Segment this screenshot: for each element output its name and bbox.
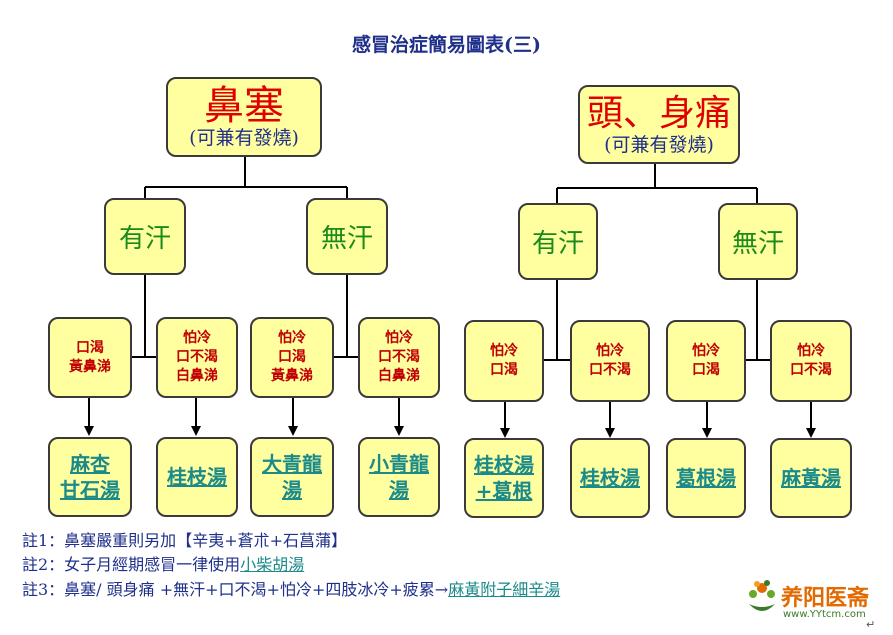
condition-node: 怕冷口渴 — [464, 320, 544, 402]
prescription-link[interactable]: 小青龍湯 — [369, 451, 429, 503]
prescription-link[interactable]: 麻杏甘石湯 — [60, 451, 120, 503]
prescription-link[interactable]: 麻黃湯 — [781, 465, 841, 491]
condition-line: 黃鼻涕 — [271, 368, 313, 384]
branch-node-no-sweat: 無汗 — [718, 203, 798, 280]
root-label: 鼻塞 — [204, 83, 284, 129]
branch-label: 有汗 — [118, 224, 171, 254]
condition-line: 口不渴 — [589, 362, 631, 378]
note-3-link[interactable]: 麻黃附子細辛湯 — [448, 580, 561, 599]
branch-label: 無汗 — [731, 229, 784, 259]
condition-node: 怕冷口不渴 — [770, 320, 852, 402]
note-1: 註1：鼻塞嚴重則另加【辛夷+蒼朮+石菖蒲】 — [22, 527, 347, 551]
prescription-line[interactable]: 桂枝湯 — [474, 453, 534, 477]
prescription-line[interactable]: 甘石湯 — [60, 478, 120, 502]
prescription-link[interactable]: 桂枝湯 — [580, 465, 640, 491]
condition-line: 怕冷 — [692, 343, 720, 359]
condition-line: 口渴 — [490, 362, 518, 378]
condition-node: 怕冷口不渴白鼻涕 — [156, 317, 238, 398]
prescription-line[interactable]: 桂枝湯 — [580, 466, 640, 490]
prescription-line[interactable]: 麻杏 — [70, 452, 110, 476]
root-label: 頭、身痛 — [586, 92, 731, 134]
condition-line: 怕冷 — [490, 343, 518, 359]
prescription-node[interactable]: 小青龍湯 — [358, 437, 440, 517]
condition-line: 口渴 — [692, 362, 720, 378]
page-title: 感冒治症簡易圖表(三) — [352, 34, 541, 56]
condition-node: 怕冷口不渴 — [570, 320, 650, 402]
root-sublabel: (可兼有發燒) — [604, 133, 714, 156]
condition-node: 口渴黃鼻涕 — [48, 317, 132, 398]
condition-line: 怕冷 — [183, 330, 211, 346]
prescription-link[interactable]: 桂枝湯 — [167, 464, 227, 490]
condition-line: 口不渴 — [378, 349, 420, 365]
prescription-node[interactable]: 麻杏甘石湯 — [48, 437, 132, 517]
logo-name: 养阳医斋 — [781, 585, 870, 611]
note-2-text: 註2：女子月經期感冒一律使用 — [22, 555, 241, 574]
prescription-link[interactable]: 桂枝湯+葛根 — [474, 452, 534, 504]
condition-line: 口不渴 — [790, 362, 832, 378]
root-node-head-body-pain: 頭、身痛 (可兼有發燒) — [578, 85, 740, 164]
arrow-icon: → — [434, 580, 449, 599]
condition-line: 口不渴 — [176, 349, 218, 365]
note-2-link[interactable]: 小柴胡湯 — [240, 555, 305, 574]
prescription-node[interactable]: 桂枝湯 — [570, 438, 650, 518]
note-2: 註2：女子月經期感冒一律使用小柴胡湯 — [22, 551, 304, 575]
branch-label: 有汗 — [531, 229, 584, 259]
return-mark-icon: ↵ — [866, 618, 876, 631]
note-1-herbs: 【辛夷+蒼朮+石菖蒲】 — [176, 531, 348, 550]
condition-node: 怕冷口渴黃鼻涕 — [250, 317, 334, 398]
condition-line: 白鼻涕 — [176, 368, 218, 384]
condition-line: 怕冷 — [385, 330, 413, 346]
note-1-text: 註1：鼻塞嚴重則另加 — [22, 531, 177, 550]
condition-line: 黃鼻涕 — [69, 358, 111, 375]
branch-node-sweat: 有汗 — [518, 203, 598, 280]
condition-line: 口渴 — [278, 349, 306, 365]
branch-node-sweat: 有汗 — [104, 198, 186, 275]
root-sublabel: (可兼有發燒) — [189, 127, 299, 149]
condition-line: 怕冷 — [278, 330, 306, 346]
prescription-link[interactable]: 大青龍湯 — [262, 451, 322, 503]
condition-line: 白鼻涕 — [378, 368, 420, 384]
note-3-text: 註3：鼻塞/ 頭身痛 +無汗+口不渴+怕冷+四肢冰冷+疲累 — [22, 580, 435, 599]
branch-node-no-sweat: 無汗 — [306, 198, 388, 275]
prescription-line[interactable]: 葛根湯 — [676, 466, 736, 490]
prescription-line[interactable]: 湯 — [389, 478, 409, 502]
site-logo: 养阳医斋 www.YYtcm.com — [743, 576, 873, 626]
note-3: 註3：鼻塞/ 頭身痛 +無汗+口不渴+怕冷+四肢冰冷+疲累→麻黃附子細辛湯 — [22, 576, 560, 600]
prescription-node[interactable]: 葛根湯 — [666, 438, 746, 518]
prescription-line[interactable]: 湯 — [282, 478, 302, 502]
condition-line: 怕冷 — [797, 343, 825, 359]
condition-line: 口渴 — [76, 339, 104, 356]
prescription-line[interactable]: 小青龍 — [369, 452, 429, 476]
condition-line: 怕冷 — [596, 343, 624, 359]
logo-url: www.YYtcm.com — [783, 609, 866, 620]
root-node-nasal-congestion: 鼻塞 (可兼有發燒) — [166, 77, 322, 157]
condition-node: 怕冷口不渴白鼻涕 — [358, 317, 440, 398]
leaf-icon — [749, 580, 775, 611]
prescription-node[interactable]: 大青龍湯 — [250, 437, 334, 517]
branch-label: 無汗 — [320, 224, 373, 254]
condition-node: 怕冷口渴 — [666, 320, 746, 402]
prescription-line[interactable]: 麻黃湯 — [781, 466, 841, 490]
prescription-node[interactable]: 桂枝湯 — [156, 437, 238, 517]
prescription-node[interactable]: 桂枝湯+葛根 — [464, 438, 544, 518]
prescription-line[interactable]: 大青龍 — [262, 452, 322, 476]
prescription-line[interactable]: +葛根 — [475, 479, 533, 503]
prescription-node[interactable]: 麻黃湯 — [770, 438, 852, 518]
prescription-line[interactable]: 桂枝湯 — [167, 465, 227, 489]
prescription-link[interactable]: 葛根湯 — [676, 465, 736, 491]
